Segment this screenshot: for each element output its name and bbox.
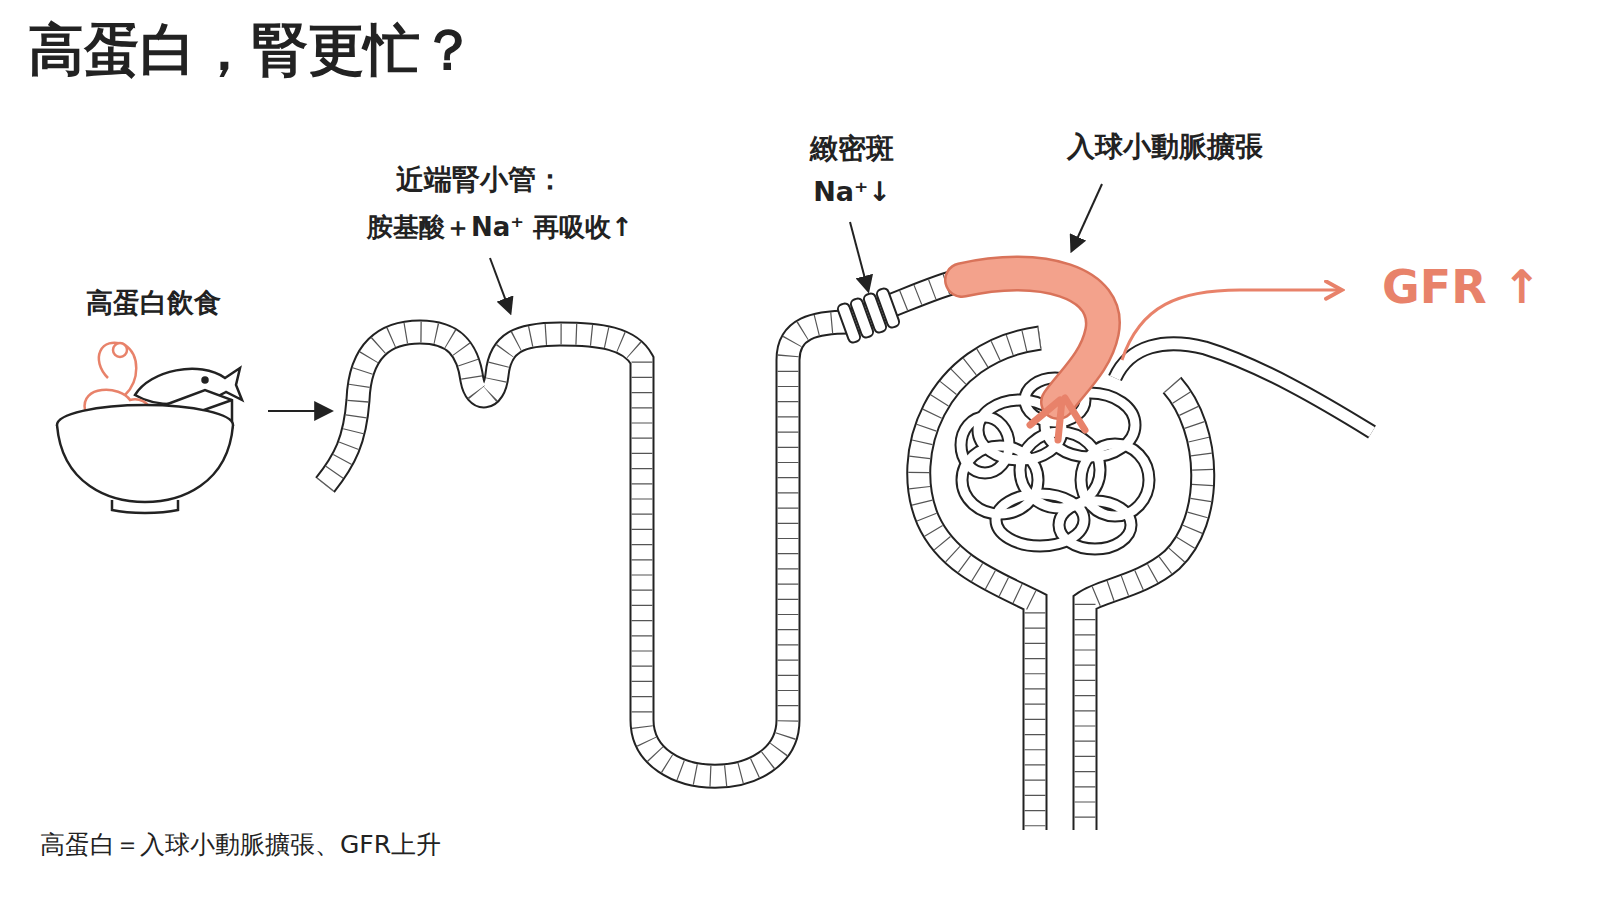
process-note: Na⁺↓: [813, 176, 891, 208]
part-label: 近端腎小管：: [396, 163, 564, 197]
part-label: 緻密斑: [810, 132, 894, 166]
macula-densa: [837, 287, 901, 344]
result-label: GFR ↑: [1382, 260, 1541, 315]
process-note: 胺基酸＋Na⁺ 再吸收↑: [367, 212, 633, 243]
food-bowl: [57, 343, 242, 513]
gfr-arrow: [1122, 290, 1340, 360]
efferent-arteriole: [1115, 344, 1372, 432]
flow-arrow: [268, 410, 330, 412]
title: 高蛋白，腎更忙？: [28, 16, 476, 83]
leader-line: [490, 258, 510, 312]
part-label: 入球小動脈擴張: [1067, 130, 1263, 164]
leader-line: [1072, 184, 1102, 250]
caption: 高蛋白＝入球小動脈擴張、GFR上升: [40, 830, 441, 860]
afferent-arteriole: [962, 273, 1103, 440]
glomerulus: [961, 378, 1149, 549]
leader-line: [850, 222, 868, 290]
food-label: 高蛋白飲食: [86, 287, 221, 319]
